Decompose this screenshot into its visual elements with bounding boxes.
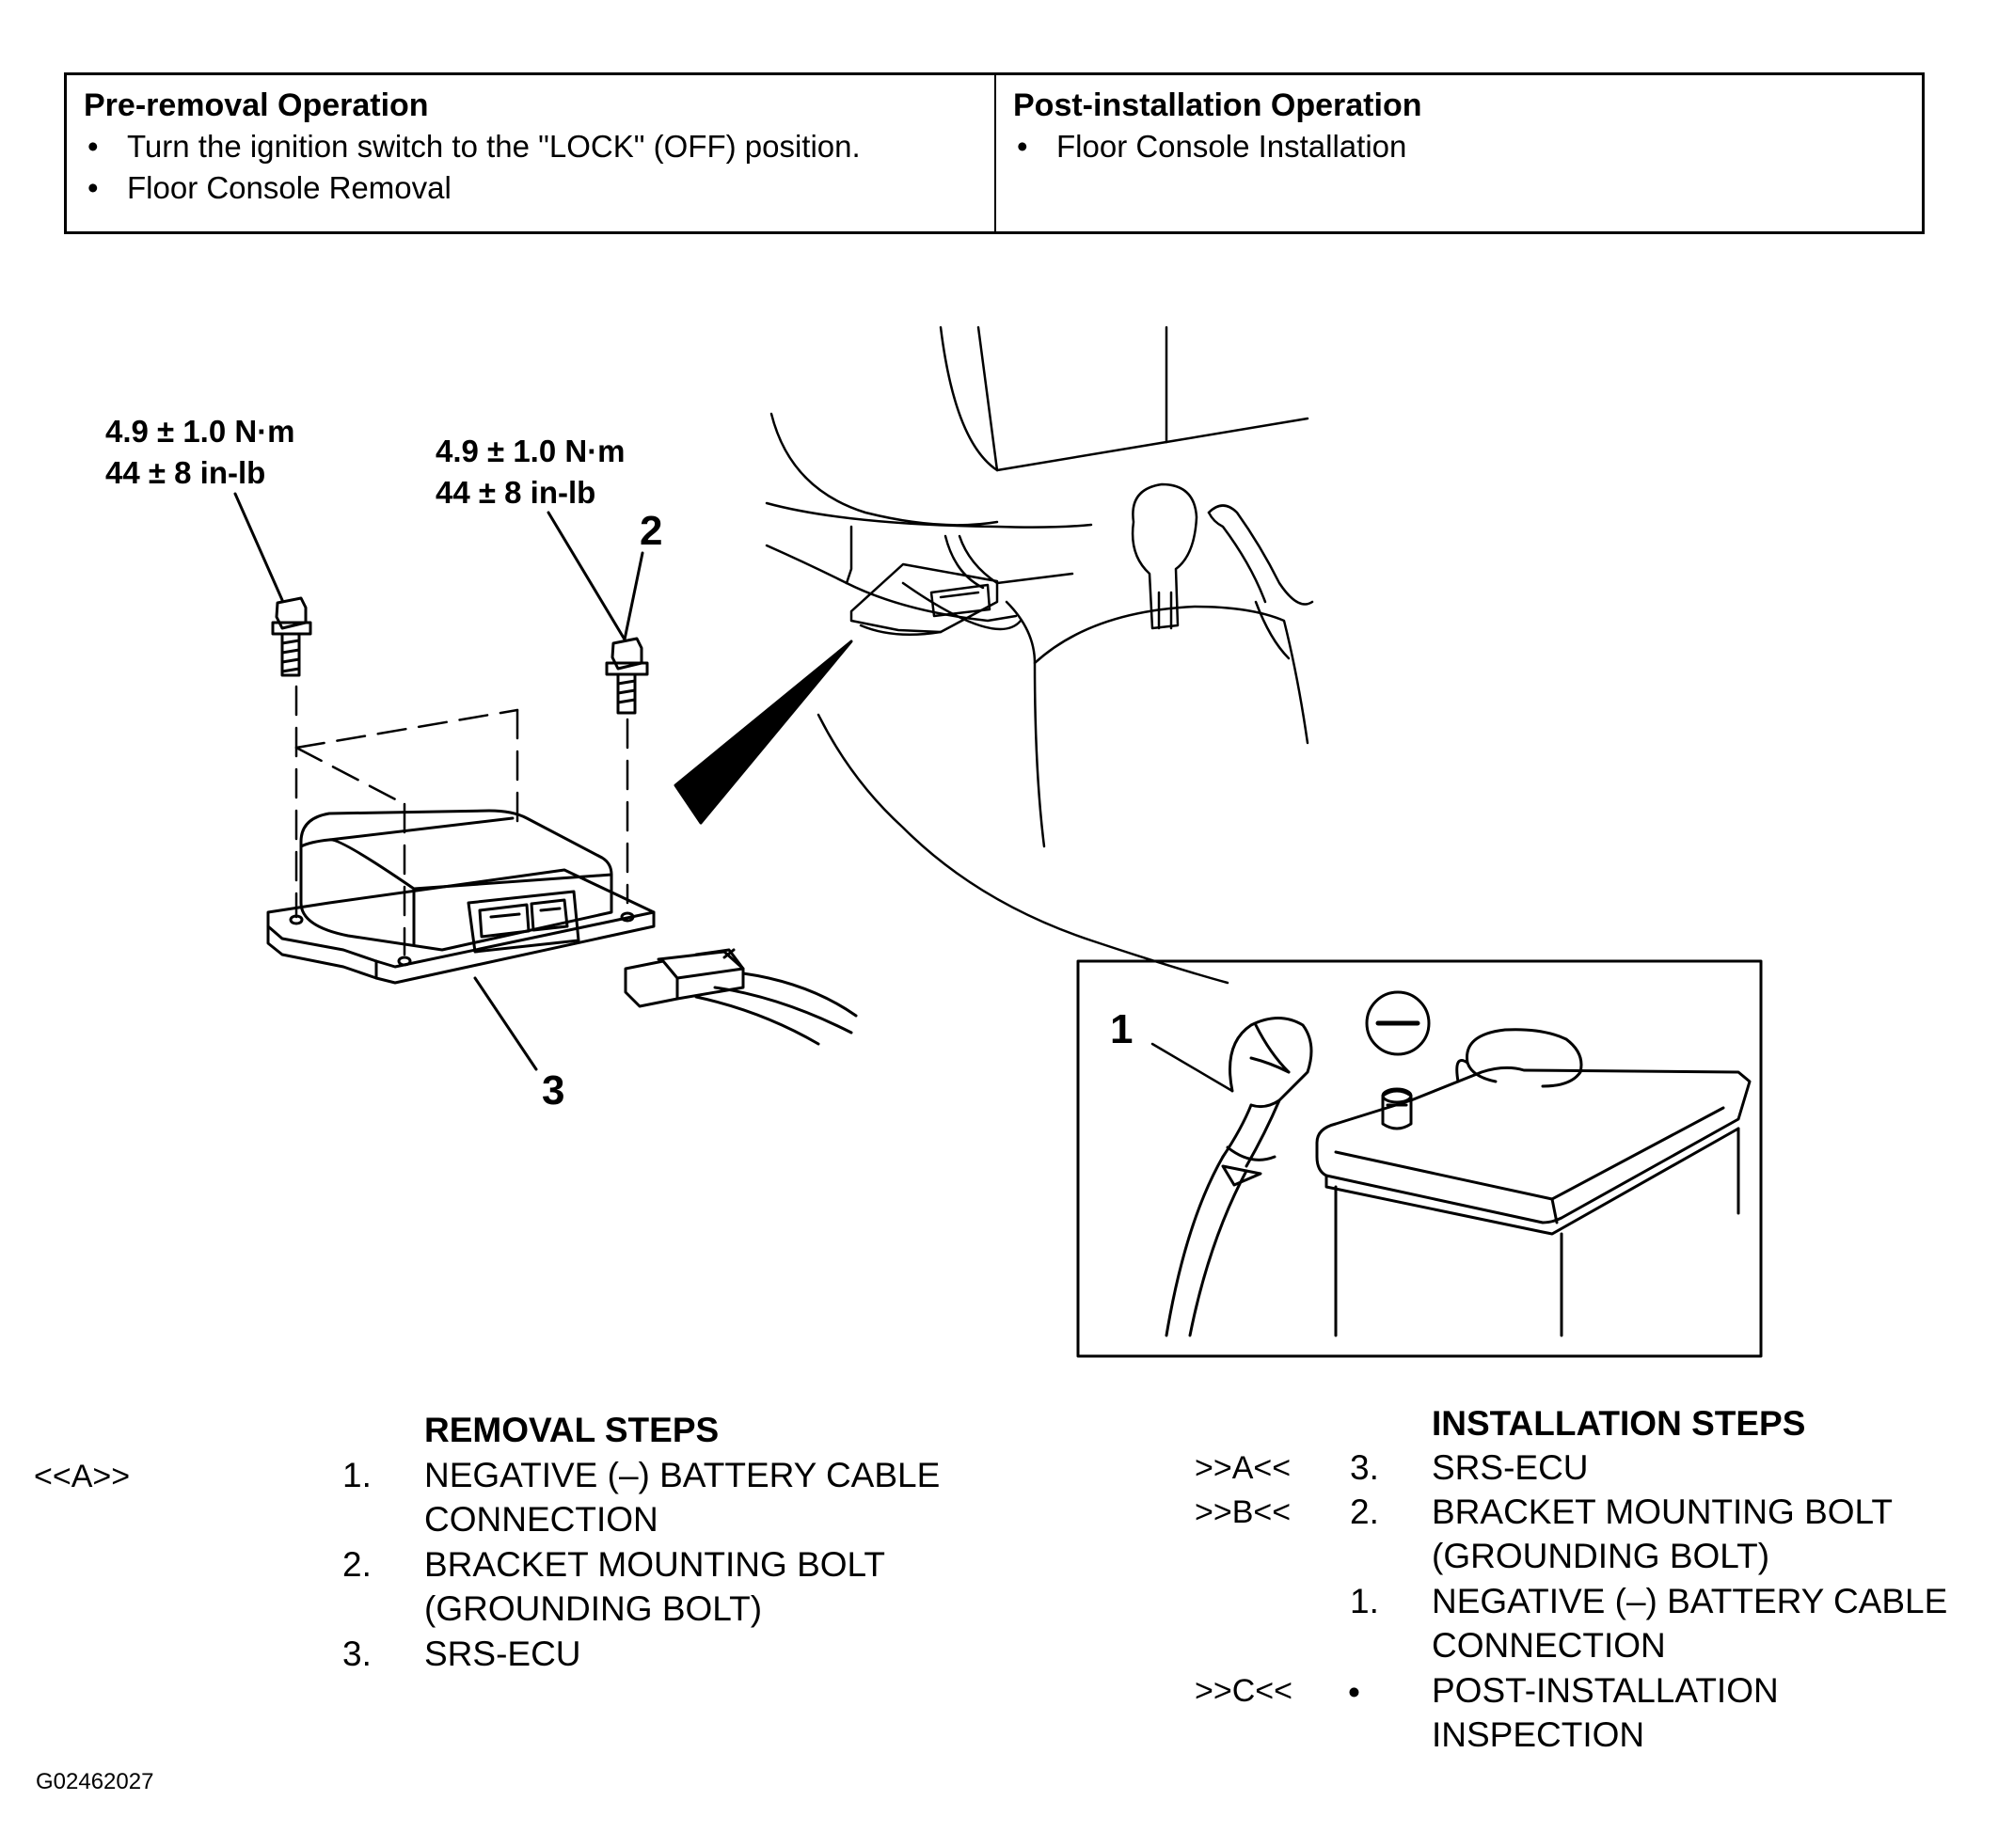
- alignment-dash-lines: [294, 685, 629, 956]
- torque-spec-right: 4.9 ± 1.0 N·m 44 ± 8 in-lb: [436, 431, 626, 513]
- callout-2-leader: [623, 551, 644, 641]
- removal-step-number: 2.: [342, 1545, 372, 1584]
- pre-removal-item: Turn the ignition switch to the "LOCK" (…: [84, 126, 977, 167]
- operation-table: Pre-removal Operation Turn the ignition …: [64, 72, 1925, 234]
- installation-step-mark: >>C<<: [1195, 1673, 1292, 1709]
- negative-terminal-icon: [1365, 990, 1431, 1056]
- installation-step-bullet: •: [1348, 1673, 1360, 1712]
- installation-step-number: 3.: [1350, 1448, 1379, 1487]
- bolt-right-icon: [605, 637, 649, 715]
- battery-inset-drawing: [1165, 990, 1752, 1337]
- installation-step-text: POST-INSTALLATION INSPECTION: [1432, 1671, 1779, 1754]
- installation-step-mark: >>A<<: [1195, 1450, 1292, 1486]
- installation-step-text: BRACKET MOUNTING BOLT (GROUNDING BOLT): [1432, 1493, 1893, 1575]
- pre-removal-heading: Pre-removal Operation: [84, 87, 429, 123]
- bolt-left-icon: [271, 596, 312, 677]
- callout-1: 1: [1110, 1006, 1134, 1052]
- installation-step-number: 1.: [1350, 1582, 1379, 1620]
- torque-left-leader: [233, 492, 284, 602]
- location-pointer-wedge: [674, 640, 853, 825]
- post-installation-item: Floor Console Installation: [1013, 126, 1905, 167]
- callout-1-leader: [1150, 1042, 1234, 1093]
- vehicle-interior-sketch: [765, 325, 1314, 985]
- callout-3: 3: [542, 1067, 565, 1114]
- installation-steps-title: INSTALLATION STEPS: [1432, 1404, 1806, 1443]
- removal-step-number: 3.: [342, 1635, 372, 1673]
- figure-id: G02462027: [36, 1769, 154, 1794]
- post-installation-column: Post-installation Operation Floor Consol…: [996, 75, 1922, 231]
- installation-step-mark: >>B<<: [1195, 1494, 1292, 1530]
- torque-spec-right-imperial: 44 ± 8 in-lb: [436, 475, 596, 510]
- pre-removal-item: Floor Console Removal: [84, 167, 977, 209]
- installation-step-text: NEGATIVE (–) BATTERY CABLE CONNECTION: [1432, 1582, 1948, 1665]
- installation-step-text: SRS-ECU: [1432, 1448, 1589, 1487]
- removal-step-number: 1.: [342, 1456, 372, 1494]
- removal-step-text: SRS-ECU: [424, 1635, 581, 1673]
- post-installation-heading: Post-installation Operation: [1013, 87, 1422, 123]
- torque-right-leader: [547, 511, 626, 641]
- pre-removal-column: Pre-removal Operation Turn the ignition …: [67, 75, 996, 231]
- torque-spec-left: 4.9 ± 1.0 N·m 44 ± 8 in-lb: [105, 411, 295, 494]
- battery-inset-frame: [1076, 959, 1763, 1358]
- torque-spec-left-metric: 4.9 ± 1.0 N·m: [105, 414, 295, 449]
- torque-spec-left-imperial: 44 ± 8 in-lb: [105, 455, 266, 490]
- removal-step-mark: <<A>>: [34, 1459, 131, 1494]
- torque-spec-right-metric: 4.9 ± 1.0 N·m: [436, 434, 626, 468]
- srs-ecu-unit: [266, 809, 656, 985]
- callout-2: 2: [640, 508, 663, 554]
- removal-step-text: BRACKET MOUNTING BOLT (GROUNDING BOLT): [424, 1545, 885, 1628]
- harness-connector: [624, 948, 858, 1046]
- installation-step-number: 2.: [1350, 1493, 1379, 1531]
- removal-step-text: NEGATIVE (–) BATTERY CABLE CONNECTION: [424, 1456, 941, 1539]
- removal-steps-title: REMOVAL STEPS: [424, 1411, 720, 1449]
- callout-3-leader: [473, 976, 538, 1071]
